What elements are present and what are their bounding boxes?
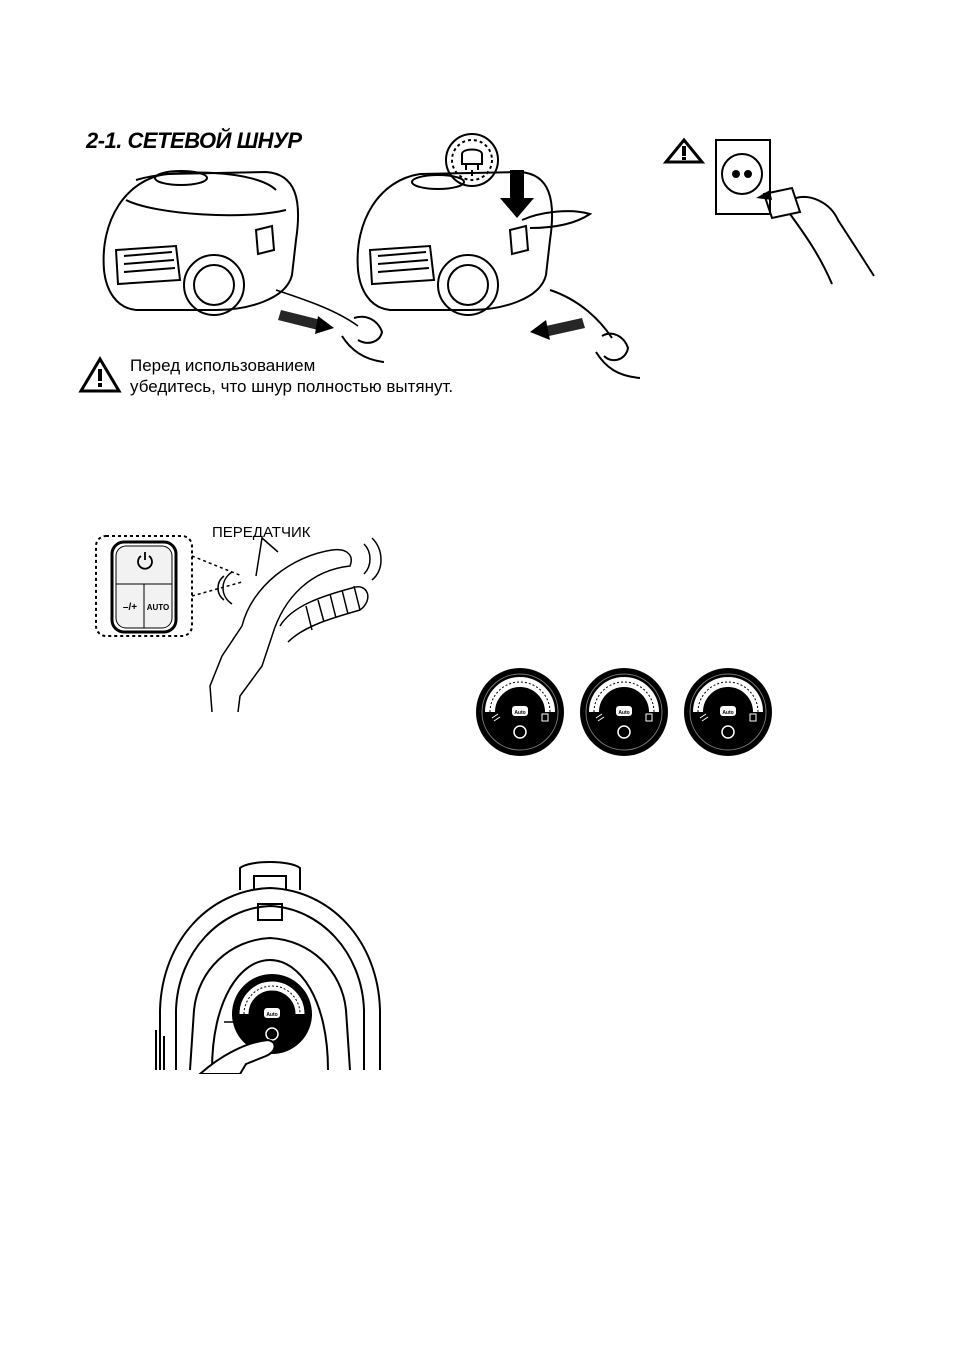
section-title: 2-1. СЕТЕВОЙ ШНУР — [86, 128, 302, 154]
handle-remote-illustration: –/+ AUTO — [92, 526, 392, 716]
minus-plus-button[interactable]: –/+ — [123, 602, 137, 613]
warning-icon — [78, 356, 122, 394]
display-variants: Auto Auto Auto — [476, 666, 776, 766]
warning-icon — [666, 140, 702, 162]
cord-warning-text: Перед использованием убедитесь, что шнур… — [130, 355, 453, 397]
display-panel: Auto — [580, 668, 668, 756]
cleaner-topview-illustration: Auto — [150, 860, 390, 1074]
display-panel: Auto — [476, 668, 564, 756]
plug-badge-circle — [446, 134, 498, 186]
auto-label: Auto — [722, 710, 733, 716]
unplug-warning-illustration — [660, 136, 880, 286]
cord-warning-line1: Перед использованием — [130, 355, 453, 376]
auto-label: Auto — [618, 710, 629, 716]
cord-pull-illustration — [96, 160, 386, 370]
auto-label: Auto — [514, 710, 525, 716]
display-panel: Auto — [684, 668, 772, 756]
auto-label: Auto — [266, 1012, 277, 1018]
cord-rewind-illustration — [350, 130, 650, 380]
auto-button[interactable]: AUTO — [147, 603, 170, 612]
cord-warning-line2: убедитесь, что шнур полностью вытянут. — [130, 376, 453, 397]
